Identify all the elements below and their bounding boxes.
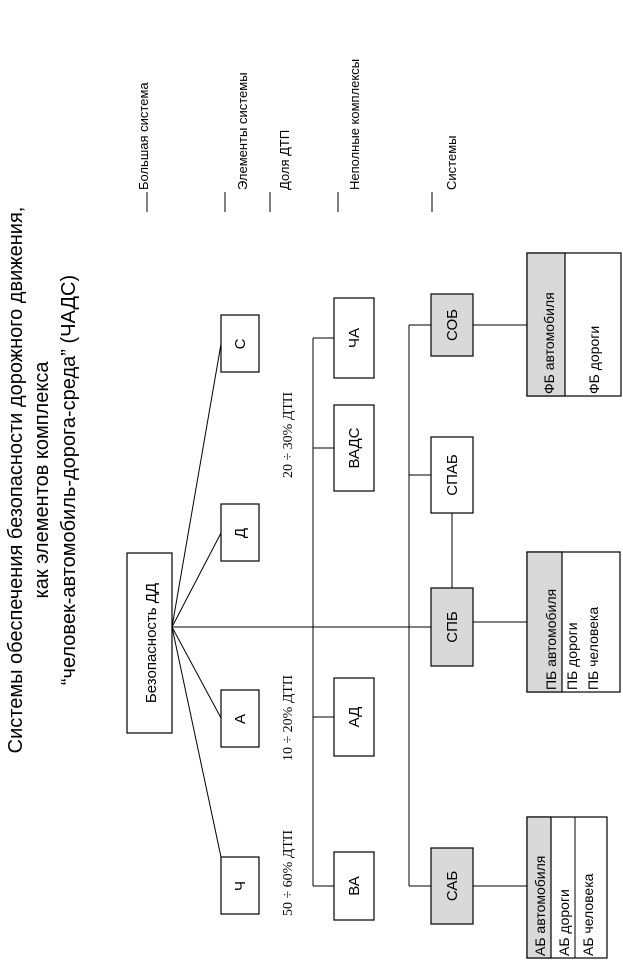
edge-root-s [171,343,222,628]
system-spb-box [430,587,474,667]
complex-va-label: ВА [346,876,363,896]
label-big-system: Большая система [136,82,151,190]
sab-detail-header [526,816,552,959]
complex-va-box [333,851,375,921]
system-spab-label: СПАБ [444,454,461,496]
root-label: Безопасность ДД [143,583,160,703]
element-d-label: Д [232,528,249,538]
sab-detail-line3: АБ человека [580,873,596,956]
element-a-label: А [232,714,249,724]
label-systems: Системы [444,136,459,190]
label-system-elements: Элементы системы [235,72,250,190]
sob-detail-line1: ФБ автомобиля [541,292,557,394]
label-dtp-share: Доля ДТП [277,130,292,190]
element-ch-label: Ч [232,881,249,891]
complex-ad-label: АД [346,707,363,728]
sob-detail-header [526,252,566,397]
share-a: 10 ÷ 20% ДТП [281,675,296,761]
element-s-label: С [232,338,249,349]
sab-detail-line2: АБ дороги [556,889,572,956]
system-spb-label: СПБ [444,611,461,643]
system-spab-box [430,436,474,514]
complex-cha-label: ЧА [346,328,363,348]
edge-root-ch [171,626,222,858]
complex-vads-box [333,404,375,492]
system-sab-label: САБ [444,871,461,902]
edge-root-a [171,626,222,719]
system-sob-box [430,293,474,357]
spb-detail-line2: ПБ дороги [564,622,580,690]
element-d-box [220,503,260,562]
share-ds: 20 ÷ 30% ДТП [281,392,296,478]
spb-detail-line3: ПБ человека [585,607,601,690]
spb-detail-header [526,551,563,693]
element-a-box [220,689,260,748]
sab-detail-line1: АБ автомобиля [532,856,548,956]
root-box [126,552,173,734]
complex-vads-label: ВАДС [346,427,363,468]
system-sob-label: СОБ [444,309,461,341]
sob-detail-line2: ФБ дороги [586,326,602,394]
element-s-box [220,314,260,373]
title-line2: как элементов комплекса [31,361,53,599]
title-line1: Системы обеспечения безопасности дорожно… [5,207,27,754]
complex-cha-box [333,297,375,379]
spb-detail-line1: ПБ автомобиля [543,589,559,690]
element-ch-box [220,856,260,915]
system-sab-box [430,847,474,925]
share-ch: 50 ÷ 60% ДТП [281,830,296,916]
edge-root-d [171,532,222,628]
complex-ad-box [333,677,375,757]
label-incomplete-complexes: Неполные комплексы [347,59,362,190]
title-line3: “человек-автомобиль-дорога-среда” (ЧАДС) [58,275,80,685]
